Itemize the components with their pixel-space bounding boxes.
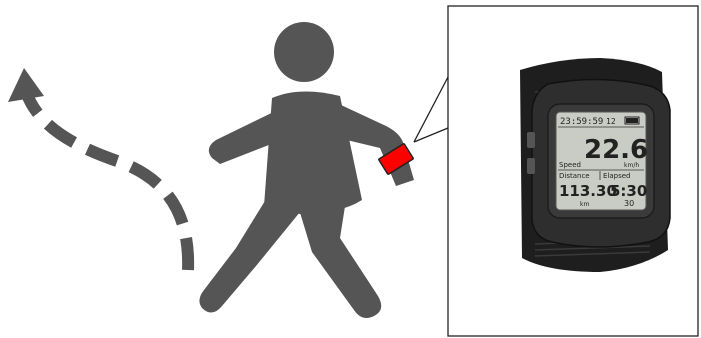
- watch-side-button: [527, 132, 535, 148]
- arrow-path: [26, 92, 188, 270]
- battery-icon-fill: [626, 118, 638, 123]
- speed-unit: km/h: [624, 162, 639, 169]
- elapsed-sub: 30: [624, 199, 634, 208]
- person-front-leg: [298, 200, 381, 318]
- distance-value: 113.30: [559, 182, 617, 200]
- person-back-leg: [199, 196, 300, 313]
- watch-side-button: [527, 158, 535, 174]
- arrow-head: [8, 68, 44, 102]
- callout-line-top: [414, 77, 448, 142]
- walking-person-icon: [199, 22, 414, 318]
- callout-line-bottom: [414, 128, 448, 142]
- curved-dashed-arrow-icon: [8, 68, 188, 270]
- watch-time: 23:59:59: [560, 117, 603, 127]
- elapsed-label: Elapsed: [603, 172, 631, 180]
- gps-watch-icon: 23:59:59 12 22.6 Speed km/h Distance Ela…: [520, 58, 670, 272]
- person-head: [274, 22, 334, 82]
- elapsed-value: 5:30: [610, 182, 647, 200]
- speed-label: Speed: [559, 161, 581, 169]
- watch-indicator: 12: [606, 117, 616, 126]
- distance-unit: km: [580, 201, 589, 208]
- watch-main-value: 22.6: [584, 135, 648, 165]
- distance-label: Distance: [559, 172, 590, 180]
